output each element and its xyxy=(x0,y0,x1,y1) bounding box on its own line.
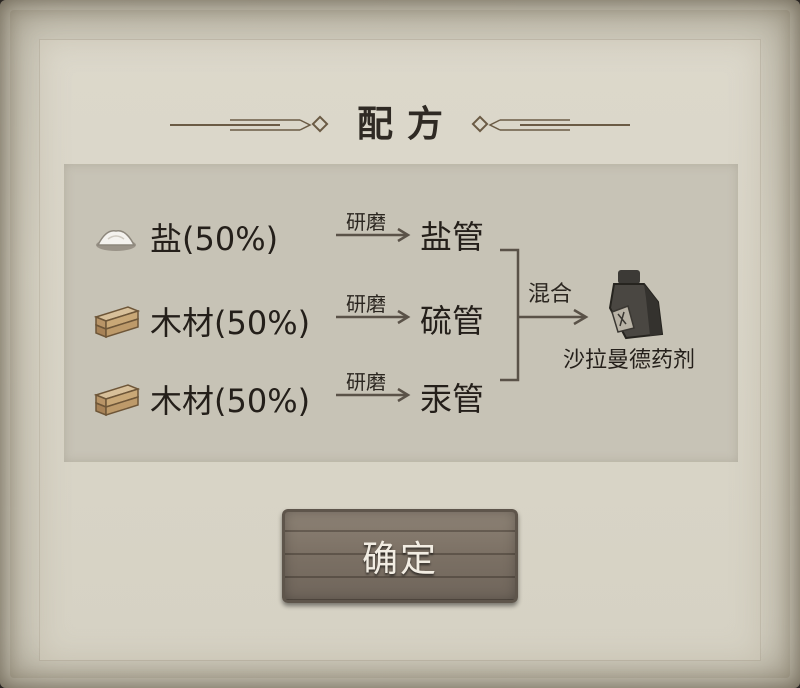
confirm-button[interactable]: 确定 xyxy=(282,509,518,603)
mix-label: 混合 xyxy=(528,282,573,307)
process-label: 研磨 xyxy=(346,370,386,394)
ingredient-row: 木材(50%) xyxy=(92,376,310,422)
intermediate-result: 硫管 xyxy=(420,302,485,340)
process-arrow: 研磨 xyxy=(334,366,416,406)
arrow-right-icon xyxy=(336,309,411,325)
page-title: 配方 xyxy=(356,104,457,145)
process-arrow: 研磨 xyxy=(334,288,416,328)
ingredient-name: 木材(50%) xyxy=(150,382,311,420)
wood-icon xyxy=(93,384,140,417)
confirm-button-label: 确定 xyxy=(361,539,438,580)
process-label: 研磨 xyxy=(346,210,386,234)
title-ornament-left xyxy=(170,115,329,133)
salt-icon xyxy=(96,230,136,251)
process-label: 研磨 xyxy=(346,292,386,316)
intermediate-result: 盐管 xyxy=(420,218,485,256)
arrow-right-icon xyxy=(336,227,411,243)
mix-bracket xyxy=(500,248,589,382)
intermediate-result: 汞管 xyxy=(420,380,485,418)
ingredient-name: 木材(50%) xyxy=(150,304,311,342)
potion-bottle-icon xyxy=(608,270,664,340)
process-arrow: 研磨 xyxy=(334,206,416,246)
ingredient-name: 盐(50%) xyxy=(150,220,279,258)
ingredient-row: 木材(50%) xyxy=(92,298,310,344)
arrow-right-icon xyxy=(336,387,411,403)
title-ornament-right xyxy=(471,115,630,133)
wood-icon xyxy=(93,306,140,339)
ingredient-row: 盐(50%) xyxy=(92,214,278,260)
product-name: 沙拉曼德药剂 xyxy=(563,348,696,373)
